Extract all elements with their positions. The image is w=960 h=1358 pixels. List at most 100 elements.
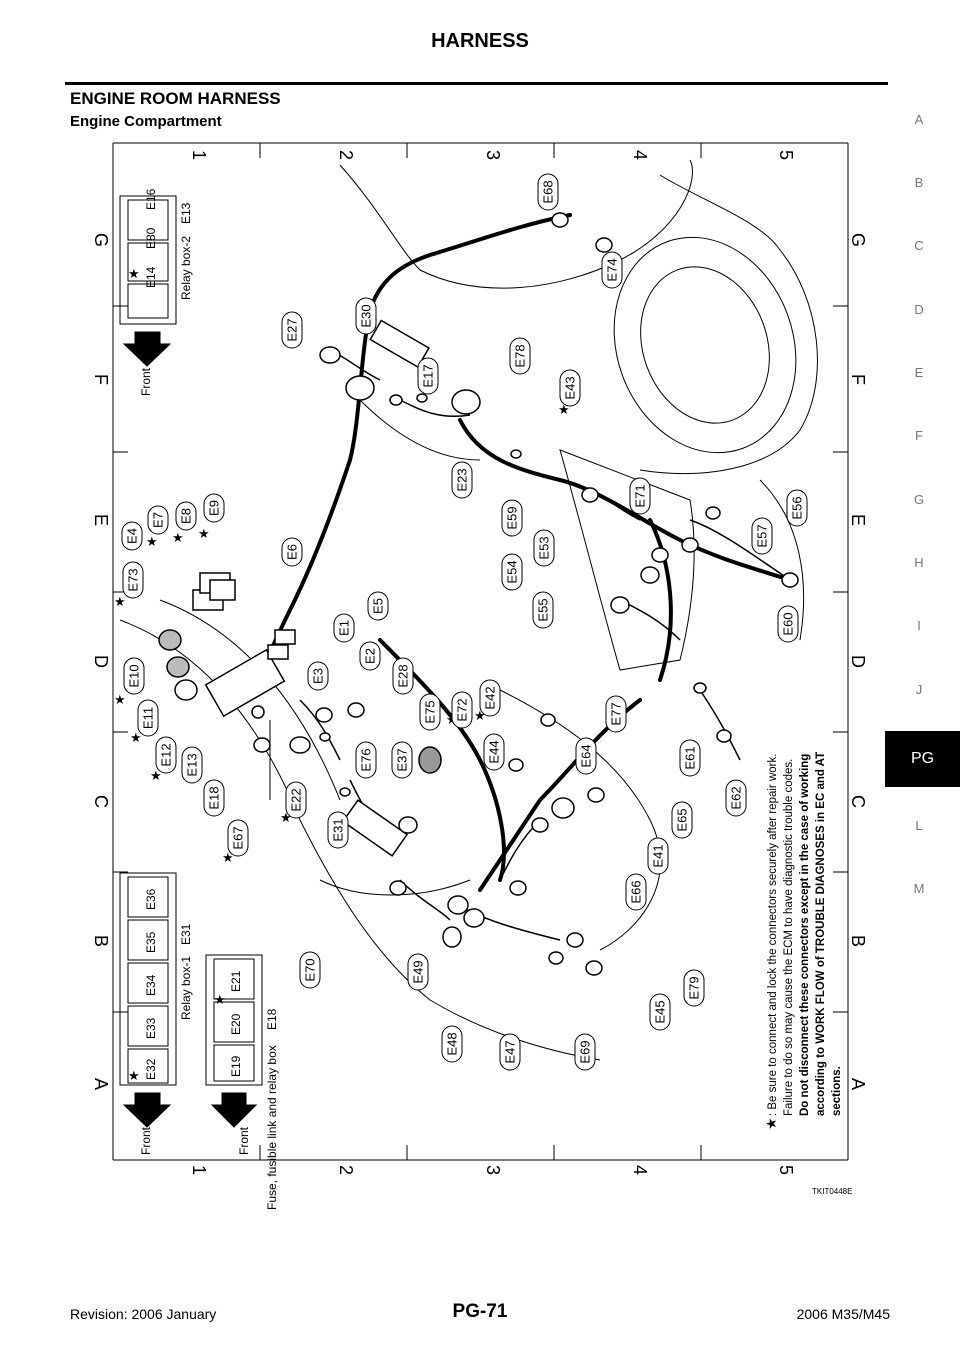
connector-tag-label: E62 (729, 786, 744, 809)
fuse-box-cell-e20: E20 (229, 1013, 243, 1035)
connector-tag-label: E56 (790, 496, 805, 519)
connector-tag-label: E74 (605, 258, 620, 281)
connector-tag-outline (559, 369, 581, 407)
connector-tag-label: E78 (513, 344, 528, 367)
connector-tag-outline (299, 951, 321, 989)
connector-tag-label: E30 (359, 304, 374, 327)
connector-tag-e43: E43 (559, 369, 581, 407)
relay-box-1-cell-e36: E36 (144, 888, 158, 910)
connector-tag-outline (683, 969, 705, 1007)
connector-tag-outline (605, 695, 627, 733)
connector-tag-label: E42 (483, 686, 498, 709)
connector-tag-outline (355, 297, 377, 335)
connector-tag-label: E37 (395, 748, 410, 771)
connector-tag-outline (625, 873, 647, 911)
connector-tag-outline (533, 529, 555, 567)
relay-box-1-cell-e33: E33 (144, 1017, 158, 1039)
connector-tag-e49: E49 (407, 953, 429, 991)
connector-tag-e8: E8 (175, 501, 197, 531)
connector-tag-e5: E5 (367, 591, 389, 621)
connector-tag-e75: E75 (419, 693, 441, 731)
grid-row-a-right: A (848, 1078, 868, 1090)
side-index-l[interactable]: L (915, 818, 923, 833)
connector-tag-e22: E22 (285, 781, 307, 819)
connector-tag-e7: E7 (147, 505, 169, 535)
connector-tag-e1: E1 (333, 613, 355, 643)
side-index-j[interactable]: J (915, 682, 923, 697)
connector-tag-e3: E3 (307, 661, 329, 691)
connector-tag-label: E71 (633, 484, 648, 507)
connector-tag-e27: E27 (281, 311, 303, 349)
grid-row-e-right: E (848, 514, 868, 526)
section-subtitle: Engine Compartment (70, 113, 222, 130)
side-index-m[interactable]: M (913, 881, 925, 896)
connector-tag-outline (451, 691, 473, 729)
connector-tag-e65: E65 (671, 801, 693, 839)
star-icon: ★ (130, 731, 142, 746)
connector-tag-outline (629, 477, 651, 515)
connector-tag-e71: E71 (629, 477, 651, 515)
connector-tag-label: E28 (396, 664, 411, 687)
note-line-3: Do not disconnect these connectors excep… (799, 754, 811, 1116)
connector-tag-e59: E59 (501, 499, 523, 537)
connector-tag-outline (227, 819, 249, 857)
connector-tag-outline (333, 613, 355, 643)
grid-row-c-right: C (848, 795, 868, 808)
connector-tag-label: E48 (445, 1032, 460, 1055)
side-index-f[interactable]: F (915, 428, 923, 443)
page-header-title: HARNESS (431, 30, 529, 52)
grid-row-d-left: D (91, 655, 111, 668)
star-icon: ★ (214, 993, 226, 1008)
side-index-i[interactable]: I (917, 618, 921, 633)
fuse-box-front-arrow-icon (210, 1092, 258, 1128)
connector-tag-outline (574, 1033, 596, 1071)
grid-row-g-right: G (848, 233, 868, 247)
connector-tag-e79: E79 (683, 969, 705, 1007)
connector-tag-e2: E2 (359, 641, 381, 671)
connector-tag-outline (417, 357, 439, 395)
side-index-g[interactable]: G (913, 492, 925, 507)
connector-tag-label: E72 (455, 698, 470, 721)
connector-tag-e37: E37 (391, 741, 413, 779)
relay-box-1-cell-e34: E34 (144, 974, 158, 996)
star-icon: ★ (150, 769, 162, 784)
connector-tag-label: E5 (371, 598, 386, 614)
star-icon: ★ (114, 693, 126, 708)
connector-tag-e60: E60 (777, 605, 799, 643)
side-index-h[interactable]: H (914, 555, 924, 570)
connector-tag-label: E2 (363, 648, 378, 664)
connector-tag-label: E47 (503, 1040, 518, 1063)
connector-tag-outline (479, 679, 501, 717)
grid-col-1-bottom: 1 (189, 1165, 209, 1175)
connector-tag-label: E12 (159, 743, 174, 766)
fuse-box-cell-e19: E19 (229, 1055, 243, 1077)
connector-tag-label: E76 (359, 748, 374, 771)
grid-row-f-right: F (848, 374, 868, 385)
side-index-pg-active[interactable]: PG (885, 731, 960, 787)
connector-tag-outline (537, 173, 559, 211)
connector-tag-label: E3 (311, 668, 326, 684)
star-icon: ★ (128, 267, 140, 282)
connector-tag-e74: E74 (601, 251, 623, 289)
star-icon: ★ (128, 1069, 140, 1084)
grid-row-b-left: B (91, 935, 111, 947)
connector-tag-outline (203, 493, 225, 523)
connector-tag-e31: E31 (327, 811, 349, 849)
relay-box-2-front: Front (139, 367, 153, 396)
connector-tag-e47: E47 (499, 1033, 521, 1071)
side-index-a[interactable]: A (914, 112, 924, 127)
side-index-c[interactable]: C (914, 238, 924, 253)
side-index-b[interactable]: B (914, 175, 924, 190)
connector-tag-outline (419, 693, 441, 731)
connector-tag-label: E4 (125, 528, 140, 544)
side-index-e[interactable]: E (914, 365, 924, 380)
connector-tag-e61: E61 (679, 739, 701, 777)
connector-tag-outline (671, 801, 693, 839)
side-index-d[interactable]: D (914, 302, 924, 317)
star-icon: ★ (146, 535, 158, 550)
connector-tag-label: E7 (151, 512, 166, 528)
connector-tag-outline (281, 537, 303, 567)
connector-tag-e67: E67 (227, 819, 249, 857)
connector-tag-outline (122, 561, 144, 599)
connector-tag-label: E67 (231, 826, 246, 849)
